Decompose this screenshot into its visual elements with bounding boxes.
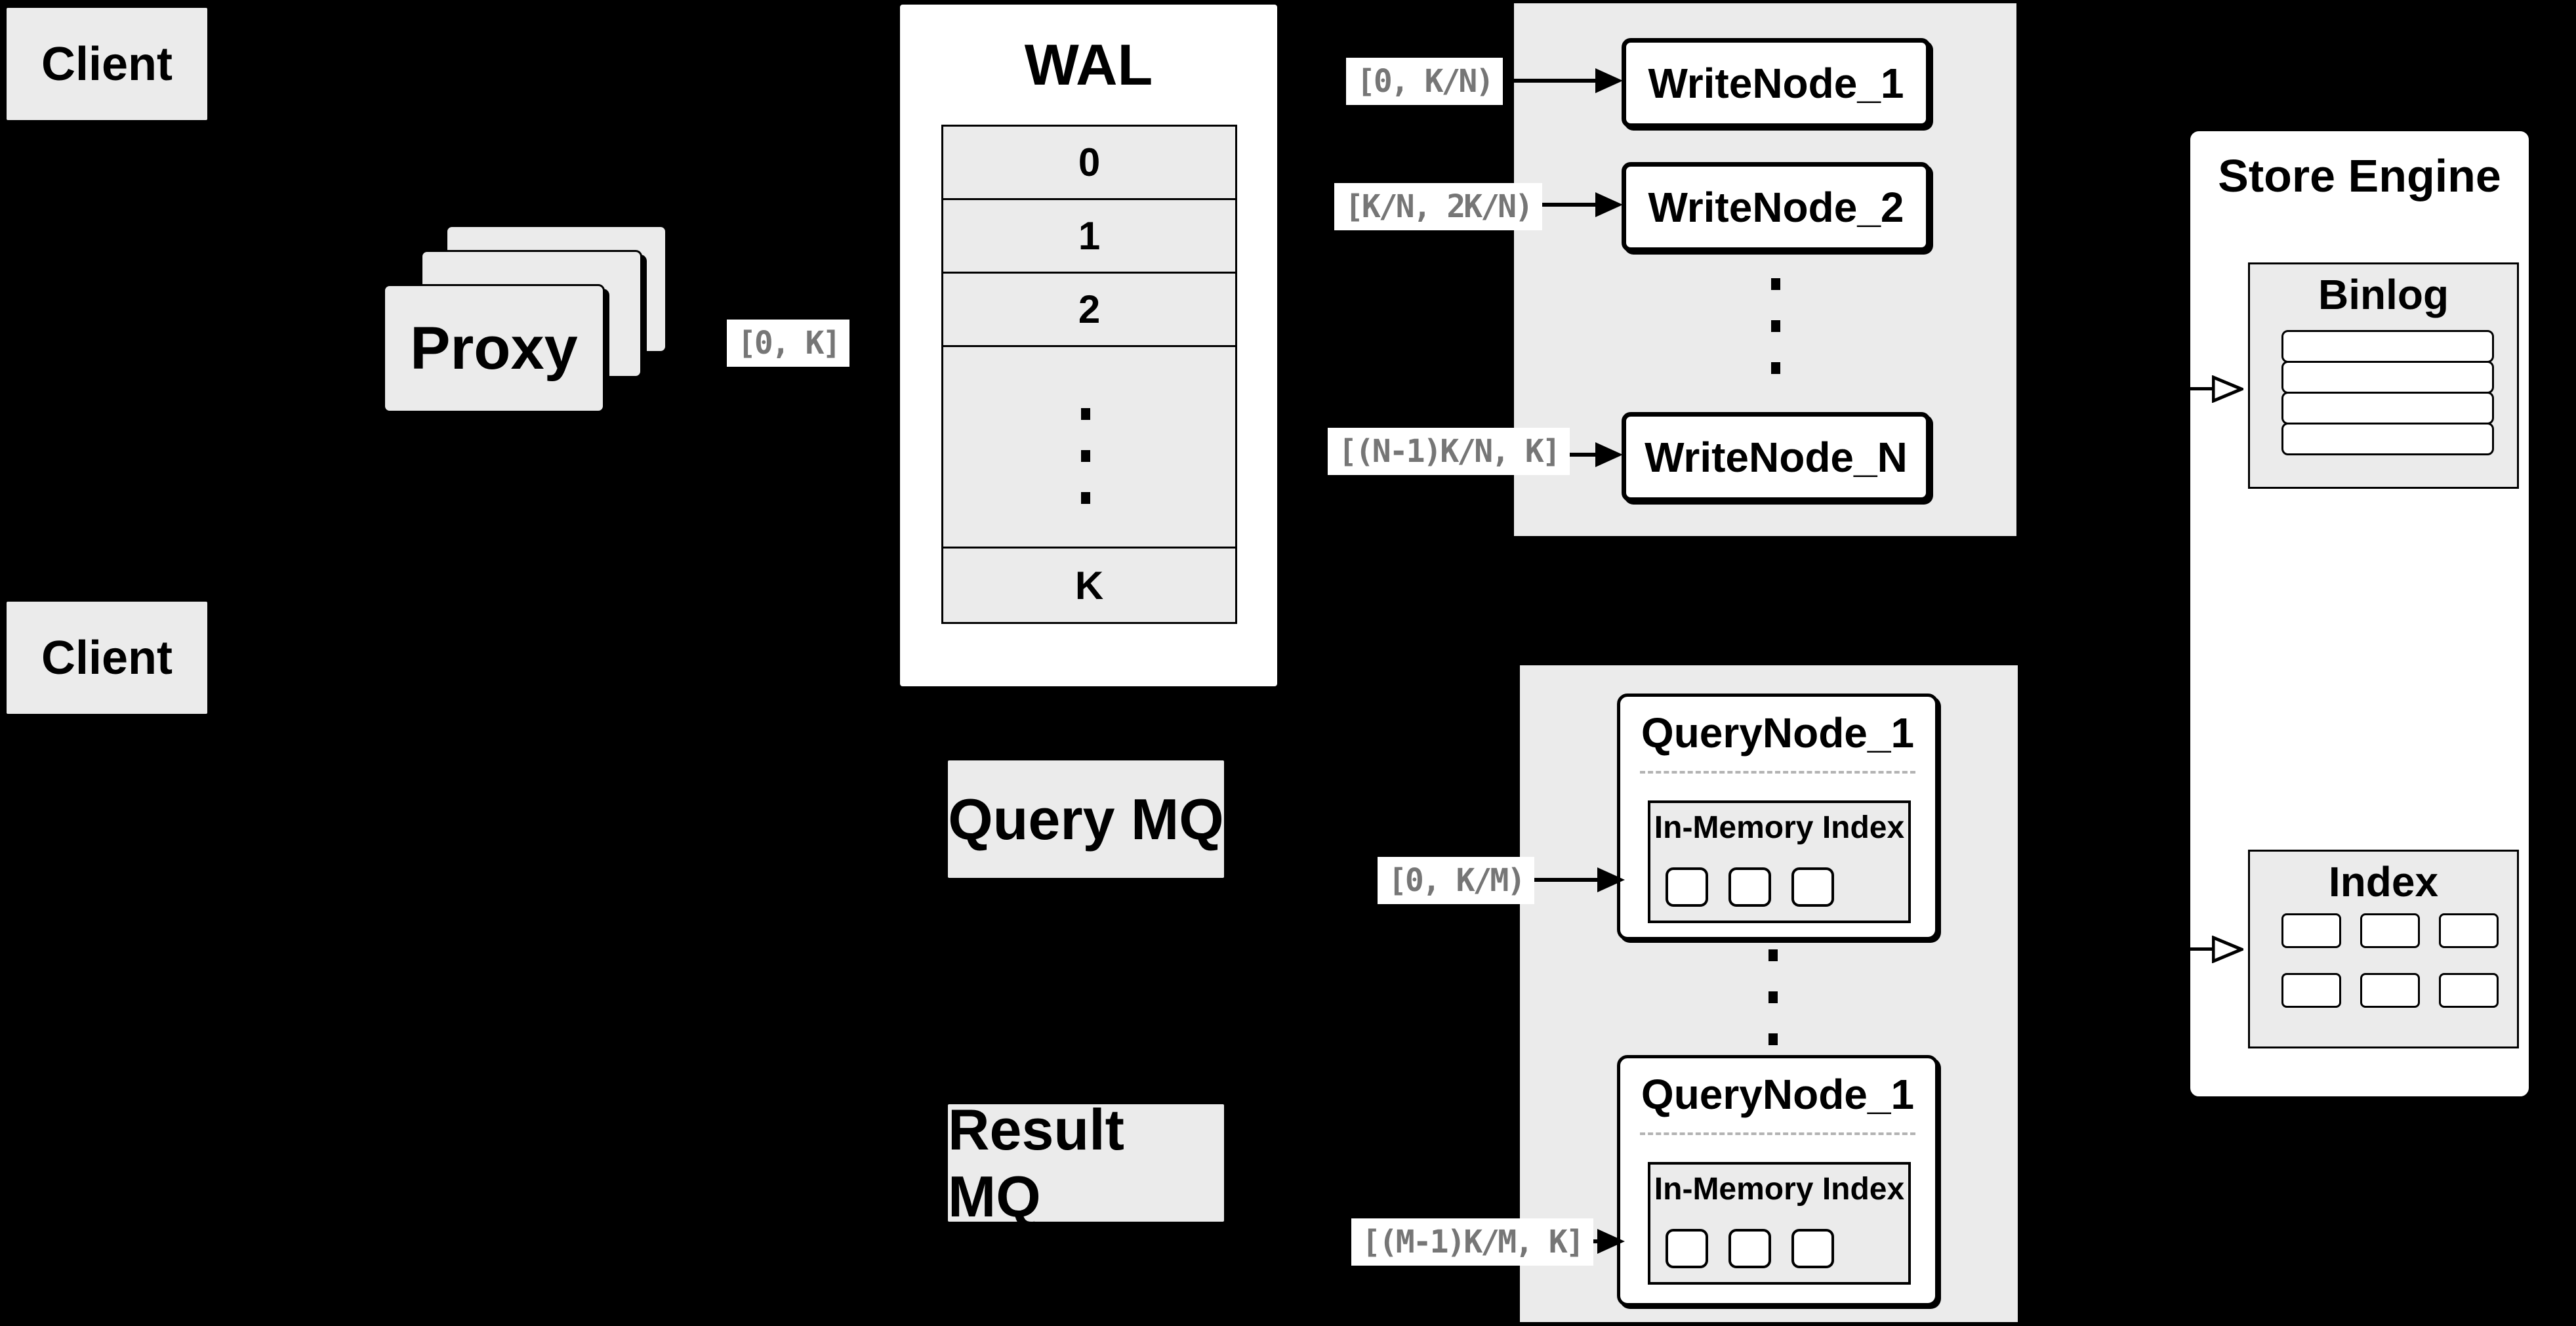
vertical-ellipsis-icon xyxy=(1081,492,1090,504)
binlog-segment-row xyxy=(2281,423,2494,455)
writenode-n-box: WriteNode_N xyxy=(1622,412,1931,502)
index-segment-square xyxy=(1728,1229,1771,1268)
writenode-1-box: WriteNode_1 xyxy=(1622,38,1931,128)
writenode-2-label: WriteNode_2 xyxy=(1648,183,1904,231)
result-mq-box: Result MQ xyxy=(947,1097,1225,1229)
arrowhead-icon xyxy=(1595,442,1623,467)
querynode-top-divider xyxy=(1640,771,1915,774)
store-engine-title: Store Engine xyxy=(2218,150,2501,201)
vertical-ellipsis-icon xyxy=(1771,320,1780,332)
edge-label-writenode-2: [K/N, 2K/N) xyxy=(1334,183,1542,230)
index-segment-cell xyxy=(2360,973,2420,1008)
open-arrowhead-icon xyxy=(2212,936,2243,963)
query-mq-box: Query MQ xyxy=(947,759,1225,879)
index-segment-square xyxy=(1666,1229,1708,1268)
vertical-ellipsis-icon xyxy=(1771,278,1780,290)
index-segment-square xyxy=(1791,867,1834,907)
index-segment-square xyxy=(1666,867,1708,907)
index-segment-cell xyxy=(2281,973,2341,1008)
vertical-ellipsis-icon xyxy=(1768,949,1778,961)
in-memory-index-title-top: In-Memory Index xyxy=(1654,810,1905,845)
arrowhead-icon xyxy=(1597,1229,1625,1254)
edge-label-querynode-bottom: [(M-1)K/M, K] xyxy=(1351,1218,1593,1266)
arrowhead-icon xyxy=(1597,867,1625,892)
client-bottom-label: Client xyxy=(41,631,173,684)
wal-row-ellipsis xyxy=(941,345,1237,549)
arrow-into-querynode-top xyxy=(1496,878,1600,882)
wal-row-0-label: 0 xyxy=(1078,140,1101,184)
query-mq-label: Query MQ xyxy=(948,786,1224,852)
wal-title: WAL xyxy=(1024,32,1153,97)
writenode-1-label: WriteNode_1 xyxy=(1648,59,1904,107)
arrowhead-icon xyxy=(1595,192,1623,217)
wal-row-1-label: 1 xyxy=(1078,214,1101,258)
wal-vertical-ellipsis-icon xyxy=(1081,408,1090,534)
index-segment-square xyxy=(1728,867,1771,907)
vertical-ellipsis-icon xyxy=(1771,362,1780,374)
binlog-segment-row xyxy=(2281,330,2494,363)
wal-row-k-label: K xyxy=(1074,563,1104,608)
querynode-top-title: QueryNode_1 xyxy=(1641,709,1915,756)
index-segment-cell xyxy=(2439,973,2499,1008)
edge-label-proxy-to-wal: [0, K] xyxy=(727,320,850,367)
binlog-segment-row xyxy=(2281,361,2494,394)
querynode-bottom-title: QueryNode_1 xyxy=(1641,1071,1915,1118)
writenode-vertical-ellipsis-icon xyxy=(1771,278,1780,404)
querynode-bottom-divider xyxy=(1640,1132,1915,1135)
client-box-top: Client xyxy=(5,7,209,121)
querynode-vertical-ellipsis-icon xyxy=(1768,949,1778,1075)
vertical-ellipsis-icon xyxy=(1081,450,1090,462)
in-memory-index-title-bottom: In-Memory Index xyxy=(1654,1172,1905,1207)
wal-table: 0 1 2 K xyxy=(941,125,1237,624)
writenode-2-box: WriteNode_2 xyxy=(1622,162,1931,252)
proxy-label: Proxy xyxy=(410,314,578,382)
result-mq-label: Result MQ xyxy=(948,1096,1124,1229)
proxy-card-front: Proxy xyxy=(383,284,605,413)
wal-row-2: 2 xyxy=(941,272,1237,347)
arrow-into-binlog xyxy=(2190,387,2217,390)
binlog-rows xyxy=(2281,330,2494,455)
vertical-ellipsis-icon xyxy=(1081,408,1090,420)
index-cells-row-1 xyxy=(2281,913,2499,948)
writenode-n-label: WriteNode_N xyxy=(1645,433,1908,481)
vertical-ellipsis-icon xyxy=(1768,1033,1778,1045)
wal-row-1: 1 xyxy=(941,198,1237,274)
binlog-title: Binlog xyxy=(2318,271,2449,318)
wal-row-2-label: 2 xyxy=(1078,287,1101,331)
imi-squares-top xyxy=(1666,867,1834,907)
index-segment-cell xyxy=(2360,913,2420,948)
vertical-ellipsis-icon xyxy=(1768,991,1778,1003)
client-box-bottom: Client xyxy=(5,600,209,715)
binlog-segment-row xyxy=(2281,392,2494,425)
wal-row-0: 0 xyxy=(941,125,1237,200)
arrow-wal-to-writenode-1 xyxy=(1474,79,1599,83)
index-title: Index xyxy=(2328,858,2439,905)
edge-label-querynode-top: [0, K/M) xyxy=(1378,857,1535,904)
index-segment-square xyxy=(1791,1229,1834,1268)
index-segment-cell xyxy=(2281,913,2341,948)
index-cells-row-2 xyxy=(2281,973,2499,1008)
index-segment-cell xyxy=(2439,913,2499,948)
edge-label-writenode-n: [(N-1)K/N, K] xyxy=(1328,428,1570,475)
wal-row-k: K xyxy=(941,547,1237,624)
arrow-wal-to-writenode-2 xyxy=(1498,203,1599,207)
index-box xyxy=(2248,850,2519,1048)
imi-squares-bottom xyxy=(1666,1229,1834,1268)
arrow-into-index xyxy=(2190,947,2217,951)
client-top-label: Client xyxy=(41,37,173,91)
open-arrowhead-icon xyxy=(2212,375,2243,403)
edge-label-writenode-1: [0, K/N) xyxy=(1346,58,1503,105)
arrowhead-icon xyxy=(1595,68,1623,93)
